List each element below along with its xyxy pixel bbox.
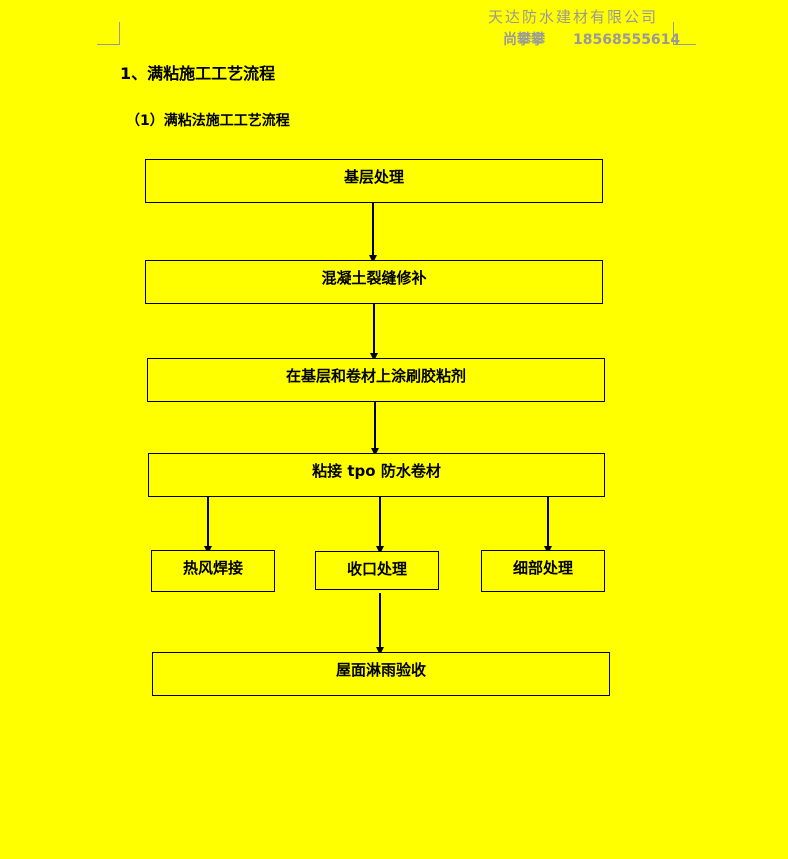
contact-line: 尚攀攀 18568555614 xyxy=(503,29,680,49)
header-corner-mark-left xyxy=(97,22,120,45)
flow-box-label: 细部处理 xyxy=(512,559,573,577)
flow-box-step4: 粘接 tpo 防水卷材 xyxy=(148,453,605,497)
flow-box-branch1: 热风焊接 xyxy=(151,550,275,592)
company-name: 天达防水建材有限公司 xyxy=(488,8,659,26)
flow-box-label: 粘接 tpo 防水卷材 xyxy=(312,462,441,480)
flow-box-label: 收口处理 xyxy=(346,560,407,578)
flow-box-branch3: 细部处理 xyxy=(481,550,605,592)
flow-box-step2: 混凝土裂缝修补 xyxy=(145,260,603,304)
flow-box-label: 热风焊接 xyxy=(182,559,243,577)
subsection-title: （1）满粘法施工工艺流程 xyxy=(126,113,290,129)
flow-box-label: 在基层和卷材上涂刷胶粘剂 xyxy=(285,367,466,385)
flow-box-label: 基层处理 xyxy=(343,168,404,186)
header-corner-mark-right xyxy=(673,22,696,45)
section-title: 1、满粘施工工艺流程 xyxy=(120,64,276,83)
flow-box-label: 混凝土裂缝修补 xyxy=(321,269,427,287)
contact-phone: 18568555614 xyxy=(573,32,681,48)
flow-box-step1: 基层处理 xyxy=(145,159,603,203)
flow-box-label: 屋面淋雨验收 xyxy=(335,661,426,679)
flow-box-branch2: 收口处理 xyxy=(315,551,439,590)
flow-box-step3: 在基层和卷材上涂刷胶粘剂 xyxy=(147,358,605,402)
contact-name: 尚攀攀 xyxy=(503,32,545,48)
flow-box-final: 屋面淋雨验收 xyxy=(152,652,610,696)
